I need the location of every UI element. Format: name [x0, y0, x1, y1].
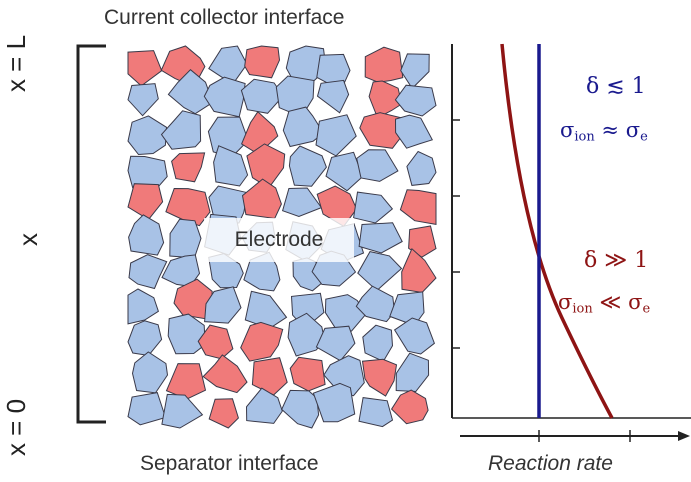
- particle: [127, 392, 167, 426]
- depth-bracket: [76, 44, 106, 424]
- particle: [315, 325, 356, 362]
- particle: [161, 393, 204, 429]
- particle: [167, 313, 206, 355]
- particle: [173, 278, 213, 320]
- particle: [128, 254, 168, 290]
- particle: [356, 149, 399, 182]
- particle: [408, 225, 437, 258]
- particle: [368, 80, 403, 119]
- particle: [127, 50, 163, 87]
- particle: [128, 214, 165, 256]
- x-equals-0-label: x = 0: [1, 398, 32, 457]
- particle: [358, 222, 403, 254]
- separator-label: Separator interface: [140, 452, 319, 475]
- particle: [358, 397, 394, 428]
- x-axis-label: Reaction rate: [488, 452, 613, 475]
- particle: [355, 285, 396, 323]
- particle: [213, 145, 249, 187]
- particle: [127, 183, 164, 221]
- particle: [353, 191, 394, 224]
- particle: [281, 187, 323, 218]
- particle: [208, 398, 239, 429]
- particle: [325, 151, 364, 192]
- particle: [171, 152, 206, 183]
- high-sigma-relation: σion ≪ σe: [558, 290, 651, 317]
- particle: [127, 83, 159, 117]
- particle: [127, 288, 159, 325]
- current-collector-label: Current collector interface: [104, 6, 345, 29]
- particle: [400, 53, 430, 90]
- particle: [203, 76, 246, 118]
- particle: [165, 363, 207, 400]
- particle: [361, 358, 398, 397]
- high-delta-text: δ ≫ 1: [584, 248, 649, 273]
- particle: [244, 45, 281, 79]
- electrode-label: Electrode: [204, 218, 354, 262]
- low-sigma-relation: σion ≈ σe: [560, 118, 648, 145]
- particle: [288, 145, 327, 187]
- particle: [160, 110, 202, 150]
- particle: [364, 46, 404, 83]
- particle: [406, 150, 437, 186]
- particle: [251, 357, 288, 396]
- particle: [315, 114, 357, 157]
- particle: [240, 321, 284, 362]
- particle: [394, 84, 437, 117]
- rate-arrowhead: [678, 431, 690, 441]
- particle: [316, 79, 350, 114]
- high-delta-curve: [500, 43, 614, 419]
- particle: [240, 78, 284, 114]
- particle: [131, 351, 169, 394]
- particle: [393, 317, 435, 355]
- particle: [312, 382, 356, 423]
- particle: [394, 114, 434, 149]
- particle: [287, 312, 326, 357]
- x-equals-L-label: x = L: [1, 34, 32, 93]
- particle: [202, 354, 248, 394]
- particle: [399, 189, 437, 225]
- x-label: x: [13, 233, 43, 246]
- particle: [395, 352, 430, 393]
- particle: [167, 69, 214, 115]
- particle: [245, 387, 283, 424]
- particle: [127, 115, 168, 156]
- reaction-rate-plot: [451, 43, 691, 442]
- particle: [390, 389, 429, 425]
- particle: [357, 251, 403, 292]
- particle: [204, 286, 242, 324]
- particle: [282, 106, 325, 148]
- low-delta-text: δ ≲ 1: [586, 74, 646, 99]
